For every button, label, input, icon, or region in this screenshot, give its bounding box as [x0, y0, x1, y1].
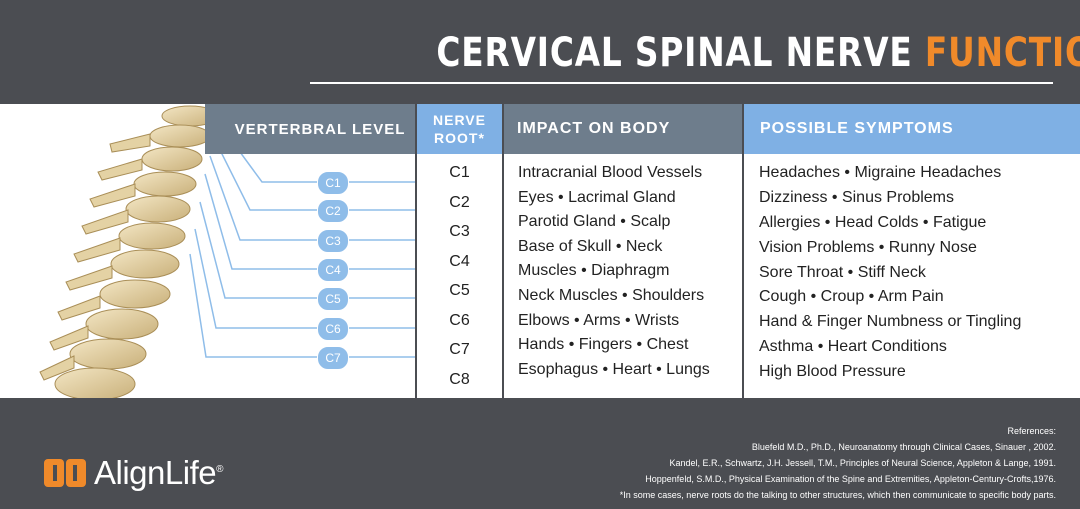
spine-illustration [39, 105, 219, 398]
level-bubble: C7 [317, 346, 349, 370]
impact-item: Neck Muscles • Shoulders [518, 286, 705, 304]
title-underline [310, 82, 1053, 84]
logo-registered: ® [216, 464, 223, 475]
impact-item: Base of Skull • Neck [518, 237, 663, 255]
logo-mark-icon [44, 459, 86, 487]
level-bubble: C2 [317, 199, 349, 223]
impact-item: Muscles • Diaphragm [518, 262, 670, 280]
nerve-root-item: C6 [449, 311, 470, 329]
logo-text-pre: Align [94, 454, 165, 491]
references-heading: References: [1007, 426, 1056, 436]
symptom-item: Asthma • Heart Conditions [759, 338, 947, 356]
reference-item: Hoppenfeld, S.M.D., Physical Examination… [645, 474, 1056, 484]
nerve-root-item: C1 [449, 164, 470, 181]
nerve-root-item: C8 [449, 370, 470, 388]
impact-item: Hands • Fingers • Chest [518, 336, 689, 354]
title-accent: FUNCTION [924, 30, 1080, 76]
reference-item: Bluefeld M.D., Ph.D., Neuroanatomy throu… [751, 442, 1056, 452]
symptom-item: High Blood Pressure [759, 363, 906, 381]
nerve-root-item: C4 [449, 252, 470, 270]
symptom-item: Cough • Croup • Arm Pain [759, 288, 944, 306]
references: References: Bluefeld M.D., Ph.D., Neuroa… [356, 423, 1056, 503]
level-bubble: C4 [317, 258, 349, 282]
impact-item: Intracranial Blood Vessels [518, 164, 703, 181]
column-divider [415, 104, 417, 398]
symptom-item: Sore Throat • Stiff Neck [759, 263, 926, 281]
page-title: CERVICAL SPINAL NERVE FUNCTION [436, 30, 1080, 76]
reference-item: *In some cases, nerve roots do the talki… [619, 490, 1056, 500]
level-bubble: C5 [317, 287, 349, 311]
nerve-root-item: C7 [449, 341, 470, 358]
level-bubble: C3 [317, 229, 349, 253]
title-main: CERVICAL SPINAL NERVE [436, 30, 913, 76]
column-divider [742, 104, 744, 398]
impact-item: Esophagus • Heart • Lungs [518, 360, 710, 378]
nerve-root-item: C5 [449, 282, 470, 299]
impact-item: Parotid Gland • Scalp [518, 213, 671, 231]
impact-item: Eyes • Lacrimal Gland [518, 188, 676, 206]
level-bubble: C6 [317, 317, 349, 341]
symptom-item: Allergies • Head Colds • Fatigue [759, 213, 987, 231]
nerve-root-item: C2 [449, 193, 470, 211]
column-divider [502, 104, 504, 398]
header-vertebral-level: VERTERBRAL LEVEL [205, 104, 415, 154]
impact-item: Elbows • Arms • Wrists [518, 311, 680, 329]
header-nerve-root-line1: NERVE [433, 112, 486, 128]
level-bubble: C1 [317, 171, 349, 195]
logo-wordmark: AlignLife® [94, 454, 223, 492]
nerve-root-item: C3 [449, 223, 470, 240]
symptom-item: Dizziness • Sinus Problems [759, 188, 954, 206]
symptom-item: Vision Problems • Runny Nose [759, 238, 977, 256]
symptom-item: Headaches • Migraine Headaches [759, 164, 1002, 181]
header-nerve-root: NERVE ROOT* [417, 104, 502, 154]
header-impact: IMPACT ON BODY [504, 104, 742, 154]
reference-item: Kandel, E.R., Schwartz, J.H. Jessell, T.… [669, 458, 1056, 468]
alignlife-logo: AlignLife® [43, 454, 223, 492]
header-nerve-root-line2: ROOT* [434, 130, 485, 146]
symptom-item: Hand & Finger Numbness or Tingling [759, 313, 1022, 331]
logo-text-post: Life [164, 454, 217, 491]
header-symptoms: POSSIBLE SYMPTOMS [744, 104, 1080, 154]
